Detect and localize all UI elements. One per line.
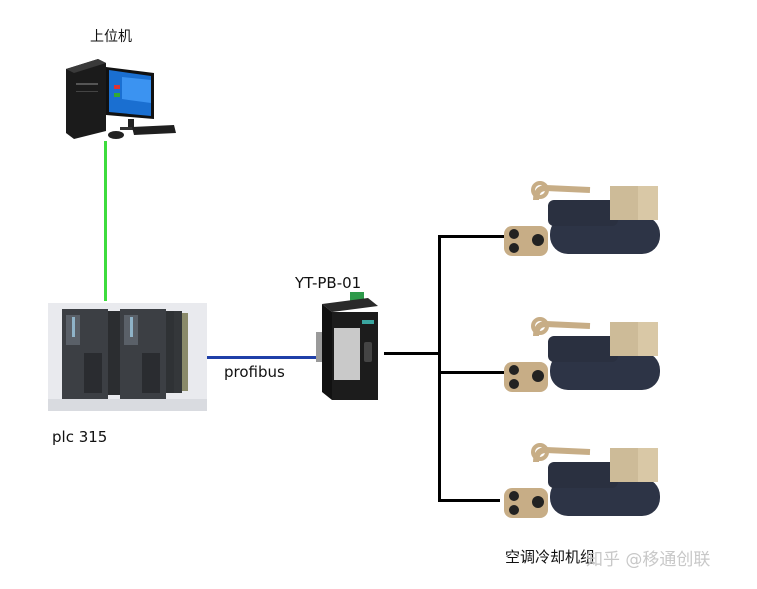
host-pc-label: 上位机 — [90, 29, 132, 45]
profibus-link-label: profibus — [224, 363, 285, 381]
watermark: 知乎 @移通创联 — [586, 550, 711, 570]
link-gateway-to-bus — [384, 352, 440, 355]
bus-branch-1 — [438, 235, 506, 238]
chiller-unit-icon-3 — [504, 443, 660, 518]
chiller-unit-icon-2 — [504, 317, 660, 392]
chiller-unit-icon-1 — [504, 181, 660, 256]
plc-rack-icon — [48, 303, 207, 411]
link-host-to-plc — [104, 141, 107, 301]
bus-vertical — [438, 235, 441, 501]
bus-branch-2 — [438, 371, 506, 374]
link-plc-to-gateway-profibus — [206, 356, 318, 359]
desktop-computer-icon — [66, 59, 176, 139]
bus-branch-3 — [438, 499, 500, 502]
gateway-device-icon — [316, 292, 378, 400]
chillers-label: 空调冷却机组 — [505, 548, 596, 566]
gateway-label: YT-PB-01 — [295, 274, 362, 292]
plc-label: plc 315 — [52, 428, 108, 446]
